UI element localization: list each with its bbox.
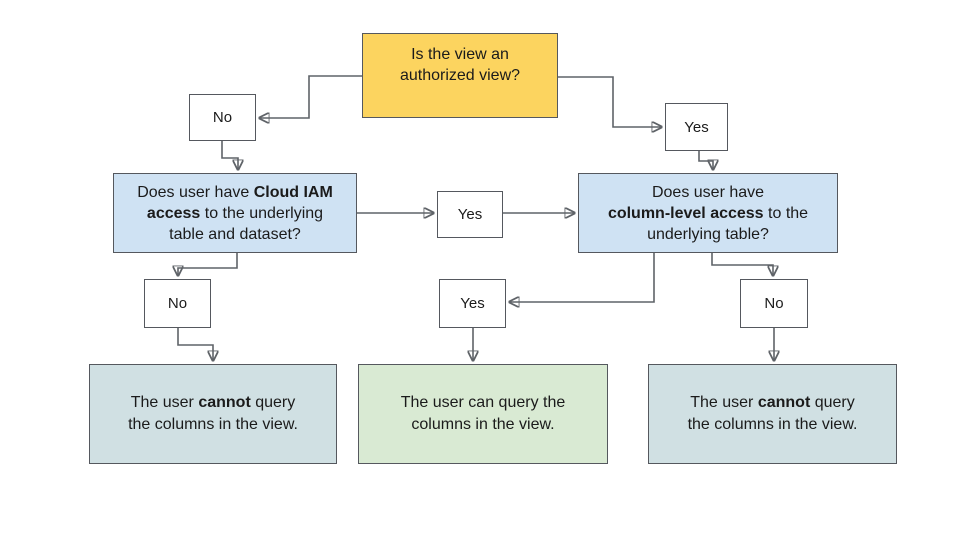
connector-column-question-to-yes-bottom	[510, 253, 655, 302]
connector-column-question-to-no-right	[711, 253, 773, 275]
connector-start-to-yes	[558, 76, 661, 127]
node-no-top-label: No	[212, 109, 233, 126]
node-no-right: No	[740, 279, 808, 328]
connector-yes-to-column-question	[698, 151, 713, 169]
node-yes-mid: Yes	[437, 191, 503, 238]
connector-start-to-no	[260, 75, 362, 118]
node-no-right-label: No	[764, 295, 784, 312]
node-no-left: No	[144, 279, 211, 328]
node-yes-bottom-label: Yes	[460, 295, 485, 312]
node-yes-bottom: Yes	[439, 279, 506, 328]
connector-iam-to-no-left	[178, 253, 238, 275]
connector-no-to-iam-question	[221, 141, 238, 169]
node-yes-top-label: Yes	[684, 118, 709, 136]
node-yes-mid-label: Yes	[457, 206, 483, 223]
node-no-top: No	[189, 94, 256, 141]
node-yes-top: Yes	[665, 103, 728, 151]
connector-no-left-to-result-left	[177, 328, 213, 360]
node-no-left-label: No	[167, 295, 188, 312]
